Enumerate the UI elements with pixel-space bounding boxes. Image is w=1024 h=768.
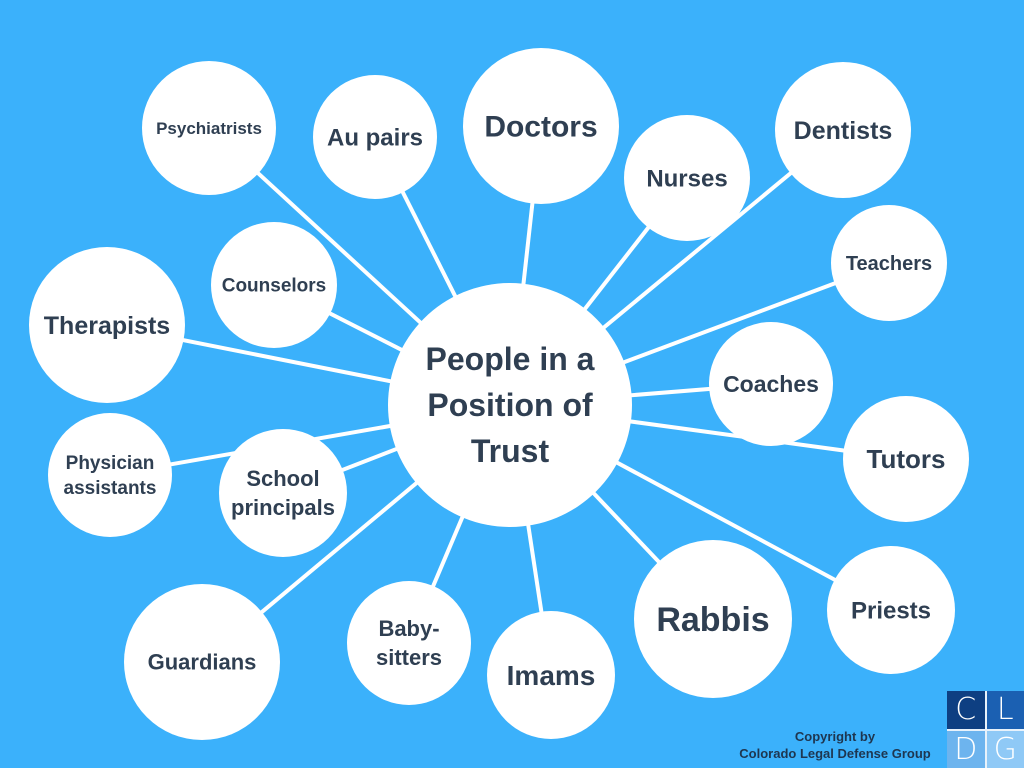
node-school-principals: School principals bbox=[219, 429, 347, 557]
node-dentists-label: Dentists bbox=[794, 117, 893, 145]
node-physician-assistants-label: assistants bbox=[64, 478, 157, 499]
node-doctors-circle bbox=[463, 48, 619, 204]
logo-letter-l: L bbox=[986, 691, 1024, 729]
node-dentists: Dentists bbox=[775, 62, 911, 198]
node-doctors-label: Doctors bbox=[484, 111, 597, 144]
node-counselors-circle bbox=[211, 222, 337, 348]
node-physician-assistants-label: Physician bbox=[66, 453, 155, 474]
node-physician-assistants-circle bbox=[48, 413, 172, 537]
node-priests: Priests bbox=[827, 546, 955, 674]
node-au-pairs-label: Au pairs bbox=[327, 124, 423, 151]
copyright-notice: Copyright by Colorado Legal Defense Grou… bbox=[722, 728, 948, 762]
node-nurses: Nurses bbox=[624, 115, 750, 241]
node-tutors-label: Tutors bbox=[867, 444, 946, 474]
node-tutors-circle bbox=[843, 396, 969, 522]
node-au-pairs: Au pairs bbox=[313, 75, 437, 199]
node-baby-sitters-label: Baby- bbox=[378, 616, 439, 641]
node-dentists-circle bbox=[775, 62, 911, 198]
node-teachers-circle bbox=[831, 205, 947, 321]
node-rabbis-label: Rabbis bbox=[656, 601, 769, 639]
logo-letter-d: D bbox=[947, 730, 985, 768]
node-au-pairs-circle bbox=[313, 75, 437, 199]
node-baby-sitters: Baby-sitters bbox=[347, 581, 471, 705]
node-doctors: Doctors bbox=[463, 48, 619, 204]
node-school-principals-label: School bbox=[246, 466, 319, 491]
center-node-label: People in a bbox=[426, 341, 595, 377]
node-psychiatrists: Psychiatrists bbox=[142, 61, 276, 195]
copyright-line-2: Colorado Legal Defense Group bbox=[739, 746, 931, 761]
node-teachers-label: Teachers bbox=[846, 253, 932, 275]
node-coaches-circle bbox=[709, 322, 833, 446]
center-node-circle bbox=[388, 283, 632, 527]
node-rabbis: Rabbis bbox=[634, 540, 792, 698]
center-node-label: Trust bbox=[471, 433, 550, 469]
node-tutors: Tutors bbox=[843, 396, 969, 522]
node-imams: Imams bbox=[487, 611, 615, 739]
node-priests-label: Priests bbox=[851, 597, 931, 624]
node-counselors-label: Counselors bbox=[222, 276, 327, 297]
logo-letter-g: G bbox=[986, 730, 1024, 768]
node-therapists-circle bbox=[29, 247, 185, 403]
node-coaches: Coaches bbox=[709, 322, 833, 446]
node-guardians-label: Guardians bbox=[148, 650, 257, 675]
node-coaches-label: Coaches bbox=[723, 371, 819, 397]
center-node-label: Position of bbox=[427, 387, 593, 423]
node-priests-circle bbox=[827, 546, 955, 674]
logo-letter-c: C bbox=[947, 691, 985, 729]
node-guardians: Guardians bbox=[124, 584, 280, 740]
node-school-principals-label: principals bbox=[231, 495, 335, 520]
node-imams-circle bbox=[487, 611, 615, 739]
node-school-principals-circle bbox=[219, 429, 347, 557]
center-node: People in a Position of Trust bbox=[388, 283, 632, 527]
node-teachers: Teachers bbox=[831, 205, 947, 321]
node-counselors: Counselors bbox=[211, 222, 337, 348]
node-therapists-label: Therapists bbox=[44, 312, 170, 340]
node-nurses-label: Nurses bbox=[646, 165, 727, 192]
node-baby-sitters-label: sitters bbox=[376, 645, 442, 670]
node-psychiatrists-label: Psychiatrists bbox=[156, 119, 262, 138]
node-imams-label: Imams bbox=[507, 660, 596, 691]
node-nurses-circle bbox=[624, 115, 750, 241]
cldg-logo: C L D G bbox=[947, 691, 1024, 768]
copyright-line-1: Copyright by bbox=[794, 729, 876, 744]
node-rabbis-circle bbox=[634, 540, 792, 698]
node-guardians-circle bbox=[124, 584, 280, 740]
node-therapists: Therapists bbox=[29, 247, 185, 403]
node-baby-sitters-circle bbox=[347, 581, 471, 705]
node-psychiatrists-circle bbox=[142, 61, 276, 195]
node-physician-assistants: Physician assistants bbox=[48, 413, 172, 537]
